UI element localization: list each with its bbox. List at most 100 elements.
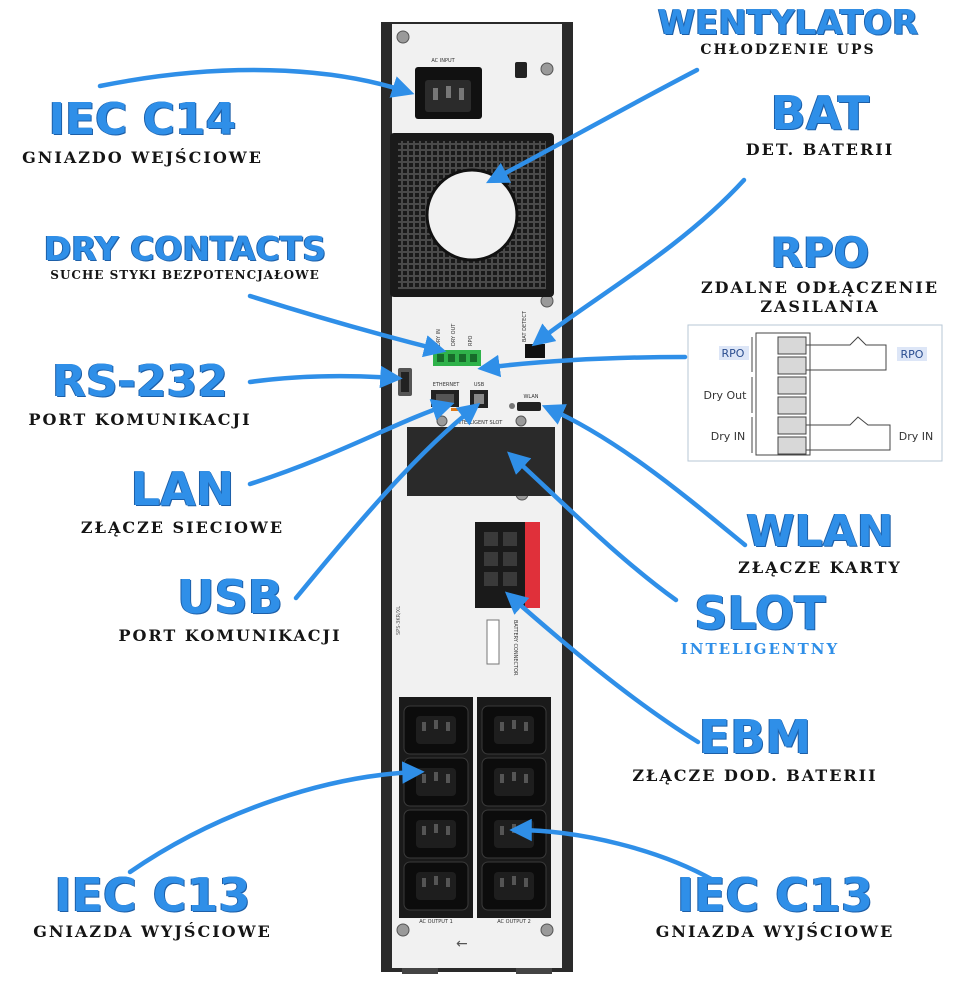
iec-c13-right-subtitle: GNIAZDA WYJŚCIOWE	[655, 922, 895, 941]
iec-c13-left-subtitle: GNIAZDA WYJŚCIOWE	[33, 922, 272, 941]
wlan-title: WLAN	[746, 506, 894, 557]
screw	[540, 62, 554, 76]
socket-pin	[434, 720, 438, 729]
ac-output-2-label: AC OUTPUT 2	[497, 919, 531, 925]
iec-c14-title: IEC C14	[48, 94, 237, 145]
socket-pin	[500, 878, 504, 887]
iec-c13-left-title: IEC C13	[54, 868, 251, 922]
arrow-dry-contacts	[247, 293, 447, 358]
switch	[515, 62, 527, 78]
callout-lan: LAN ZŁĄCZE SIECIOWE	[50, 466, 315, 537]
screw	[396, 30, 410, 44]
rpo-diagram-label-left: RPO	[722, 347, 745, 360]
rpo-subtitle-line1: ZDALNE ODŁĄCZENIE	[700, 278, 940, 297]
socket-pin	[446, 826, 450, 835]
foot	[402, 968, 438, 974]
screw	[396, 923, 410, 937]
arrow-lan	[247, 398, 455, 487]
arrow-rs232	[247, 365, 403, 389]
socket-pin	[524, 878, 528, 887]
arrow-mark: ←	[456, 936, 468, 952]
arrow-bat	[531, 177, 747, 347]
lan-subtitle: ZŁĄCZE SIECIOWE	[80, 518, 285, 537]
socket-pin	[512, 720, 516, 729]
dry-out-label: DRY OUT	[451, 323, 457, 346]
callout-iec-c14: IEC C14 GNIAZDO WEJŚCIOWE	[0, 94, 285, 168]
callout-ebm: EBM ZŁĄCZE DOD. BATERII	[600, 714, 910, 785]
socket-pin	[422, 826, 426, 835]
screw	[436, 415, 448, 427]
ac-input-label: AC INPUT	[431, 58, 455, 64]
rpo-wiring-diagram: RPO RPO Dry Out Dry IN Dry IN	[687, 324, 943, 462]
dry-contacts-subtitle: SUCHE STYKI BEZPOTENCJAŁOWE	[50, 268, 320, 282]
callout-arrows	[97, 67, 748, 883]
callout-iec-c13-right: IEC C13 GNIAZDA WYJŚCIOWE	[625, 872, 925, 941]
callout-bat: BAT DET. BATERII	[720, 90, 920, 159]
slot-subtitle: INTELIGENTNY	[680, 640, 840, 658]
bat-detect-label: BAT DETECT	[522, 310, 528, 342]
socket-pin	[422, 774, 426, 783]
arrow-iec-c13-right	[509, 818, 716, 883]
callout-wentylator: WENTYLATOR CHŁODZENIE UPS	[650, 6, 926, 59]
dry-out-diagram-label: Dry Out	[704, 389, 748, 402]
callout-slot: SLOT INTELIGENTNY	[655, 590, 865, 658]
bat-detect-connector	[525, 344, 545, 358]
wlan-port	[517, 402, 541, 411]
wlan-subtitle: ZŁĄCZE KARTY	[738, 558, 902, 577]
socket-pin	[512, 876, 516, 885]
wentylator-subtitle: CHŁODZENIE UPS	[700, 42, 876, 58]
socket-pin	[422, 878, 426, 887]
arrow-wentylator	[486, 67, 700, 184]
iec-c13-right-title: IEC C13	[676, 868, 874, 922]
callout-rs232: RS-232 PORT KOMUNIKACJI	[0, 356, 280, 430]
socket-pin	[446, 722, 450, 731]
rpo-diagram-label-right: RPO	[901, 348, 924, 361]
rs232-title: RS-232	[52, 356, 228, 407]
model-tag: SPS-3KR/XL	[396, 606, 402, 635]
socket-pin	[434, 876, 438, 885]
callout-rpo: RPO ZDALNE ODŁĄCZENIE ZASILANIA	[690, 232, 950, 317]
wentylator-title: WENTYLATOR	[657, 3, 919, 43]
arrow-ebm	[504, 591, 701, 745]
ebm-subtitle: ZŁĄCZE DOD. BATERII	[632, 766, 878, 785]
dry-in-diagram-label-right: Dry IN	[899, 430, 933, 443]
iec-c13-sockets	[403, 705, 547, 911]
wlan-label: WLAN	[523, 394, 538, 400]
dry-contacts-title: DRY CONTACTS	[43, 229, 327, 268]
callout-usb: USB PORT KOMUNIKACJI	[90, 574, 370, 645]
ethernet-label: ETHERNET	[433, 382, 461, 388]
socket-pin	[434, 772, 438, 781]
callout-dry-contacts: DRY CONTACTS SUCHE STYKI BEZPOTENCJAŁOWE	[20, 232, 350, 282]
slot-title: SLOT	[694, 586, 826, 640]
battery-connector-label: BATTERY CONNECTOR	[512, 620, 518, 676]
socket-pin	[512, 772, 516, 781]
socket-pin	[524, 774, 528, 783]
screw	[515, 415, 527, 427]
socket-pin	[446, 774, 450, 783]
callout-iec-c13-left: IEC C13 GNIAZDA WYJŚCIOWE	[0, 872, 305, 941]
lan-title: LAN	[130, 462, 235, 516]
arrow-rpo	[477, 354, 688, 378]
socket-pin	[422, 722, 426, 731]
socket-pin	[524, 722, 528, 731]
arrow-wlan	[541, 404, 748, 548]
dry-in-label: DRY IN	[436, 329, 442, 346]
bat-title: BAT	[770, 86, 870, 140]
rpo-label-panel: RPO	[468, 336, 474, 346]
fan-hub	[427, 170, 517, 260]
socket-pin	[500, 774, 504, 783]
ebm-title: EBM	[698, 710, 812, 764]
callout-wlan: WLAN ZŁĄCZE KARTY	[725, 506, 915, 578]
arrow-iec-c13-left	[127, 761, 425, 875]
usb-subtitle: PORT KOMUNIKACJI	[118, 626, 342, 645]
socket-pin	[500, 722, 504, 731]
dip-switch	[486, 619, 500, 665]
usb-label: USB	[474, 382, 485, 388]
screw	[540, 923, 554, 937]
intelligent-slot	[407, 427, 555, 496]
bat-subtitle: DET. BATERII	[745, 140, 895, 159]
foot	[516, 968, 552, 974]
rpo-subtitle-line2: ZASILANIA	[760, 297, 880, 317]
socket-pin	[434, 824, 438, 833]
